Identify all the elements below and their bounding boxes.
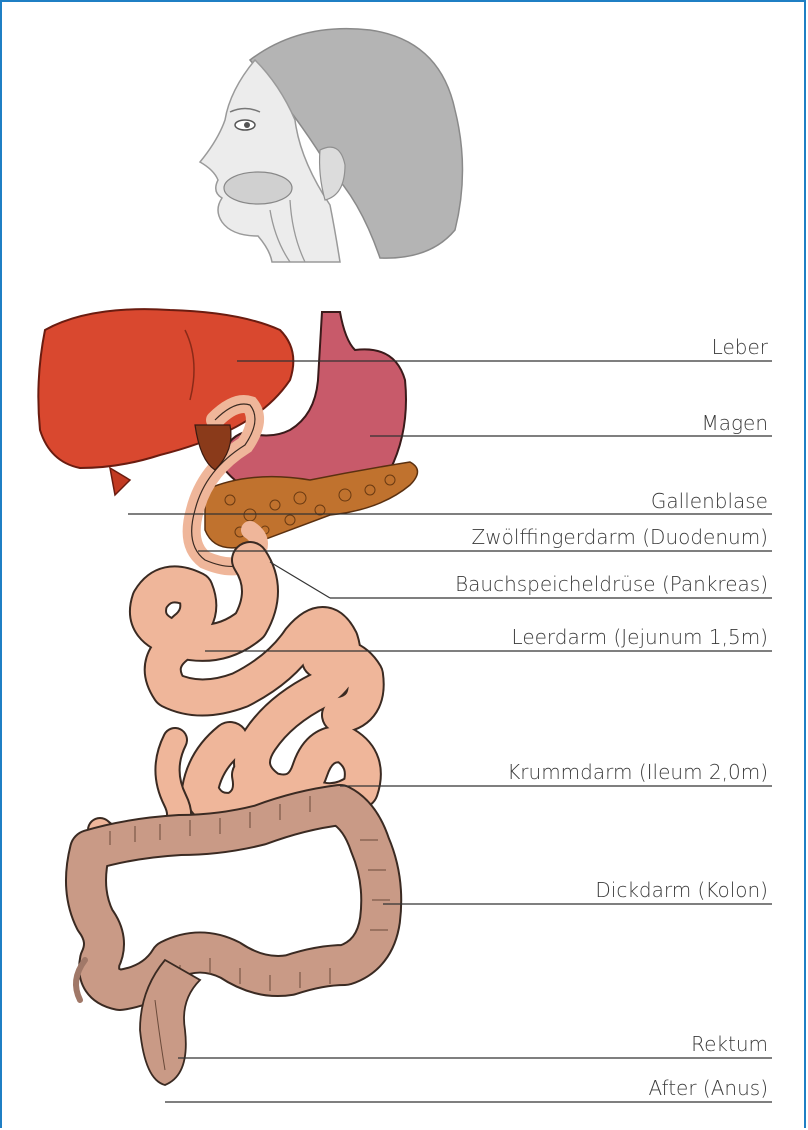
ear (320, 147, 345, 200)
label-pankreas: Bauchspeicheldrüse (Pankreas) (455, 572, 768, 596)
mouth-cavity (224, 172, 292, 204)
label-magen: Magen (702, 411, 769, 435)
label-anus: After (Anus) (649, 1076, 768, 1100)
label-leber: Leber (712, 335, 769, 359)
label-kolon: Dickdarm (Kolon) (595, 878, 768, 902)
colon (76, 796, 390, 1000)
head-illustration (200, 29, 463, 262)
label-rektum: Rektum (691, 1032, 768, 1056)
label-gallenblase: Gallenblase (651, 489, 768, 513)
label-ileum: Krummdarm (Ileum 2,0m) (507, 760, 768, 784)
label-duodenum: Zwölffingerdarm (Duodenum) (472, 525, 768, 549)
labels: Leber Magen Gallenblase Zwölffingerdarm … (455, 335, 769, 1100)
label-jejunum: Leerdarm (Jejunum 1,5m) (512, 625, 768, 649)
